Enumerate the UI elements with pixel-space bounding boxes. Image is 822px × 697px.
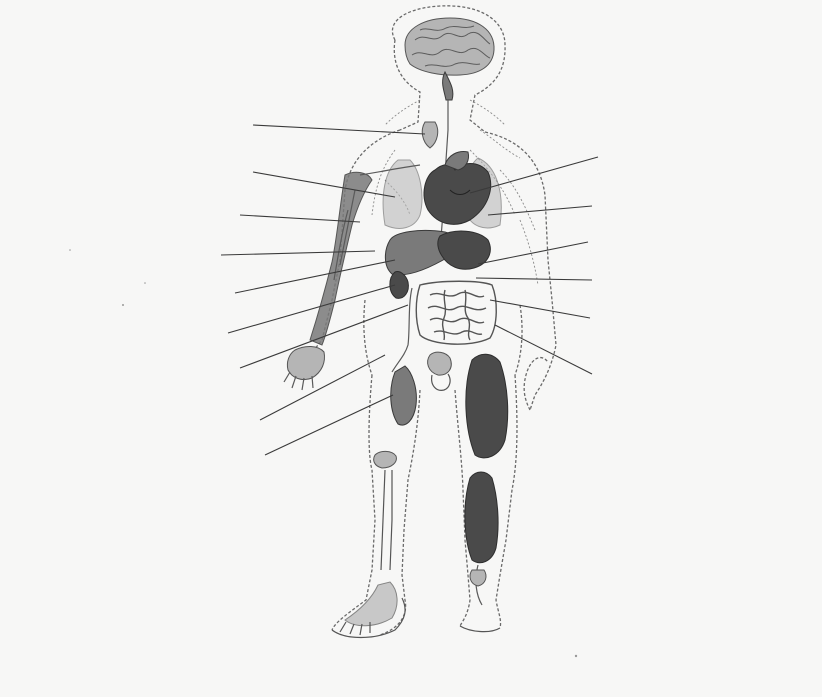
label-line-left-9	[265, 395, 393, 455]
label-line-right-3	[478, 242, 588, 264]
label-line-left-6	[228, 285, 395, 333]
label-line-left-1	[253, 125, 425, 134]
small-intestine-icon	[428, 290, 486, 340]
label-line-right-2	[488, 206, 592, 215]
label-line-left-2	[253, 172, 395, 197]
kidney-icon	[390, 272, 409, 299]
label-line-left-4	[221, 251, 375, 255]
label-line-right-6	[495, 325, 592, 374]
body-outline	[292, 6, 556, 638]
rectum-icon	[392, 288, 412, 372]
brain-icon	[405, 18, 494, 100]
label-line-right-4	[476, 278, 592, 280]
skeleton-leg-icon	[340, 451, 397, 635]
bladder-icon	[428, 352, 452, 390]
calf-muscle-icon	[465, 472, 498, 605]
label-line-right-5	[490, 300, 590, 318]
label-line-left-5	[235, 260, 395, 293]
large-intestine-icon	[416, 281, 496, 344]
